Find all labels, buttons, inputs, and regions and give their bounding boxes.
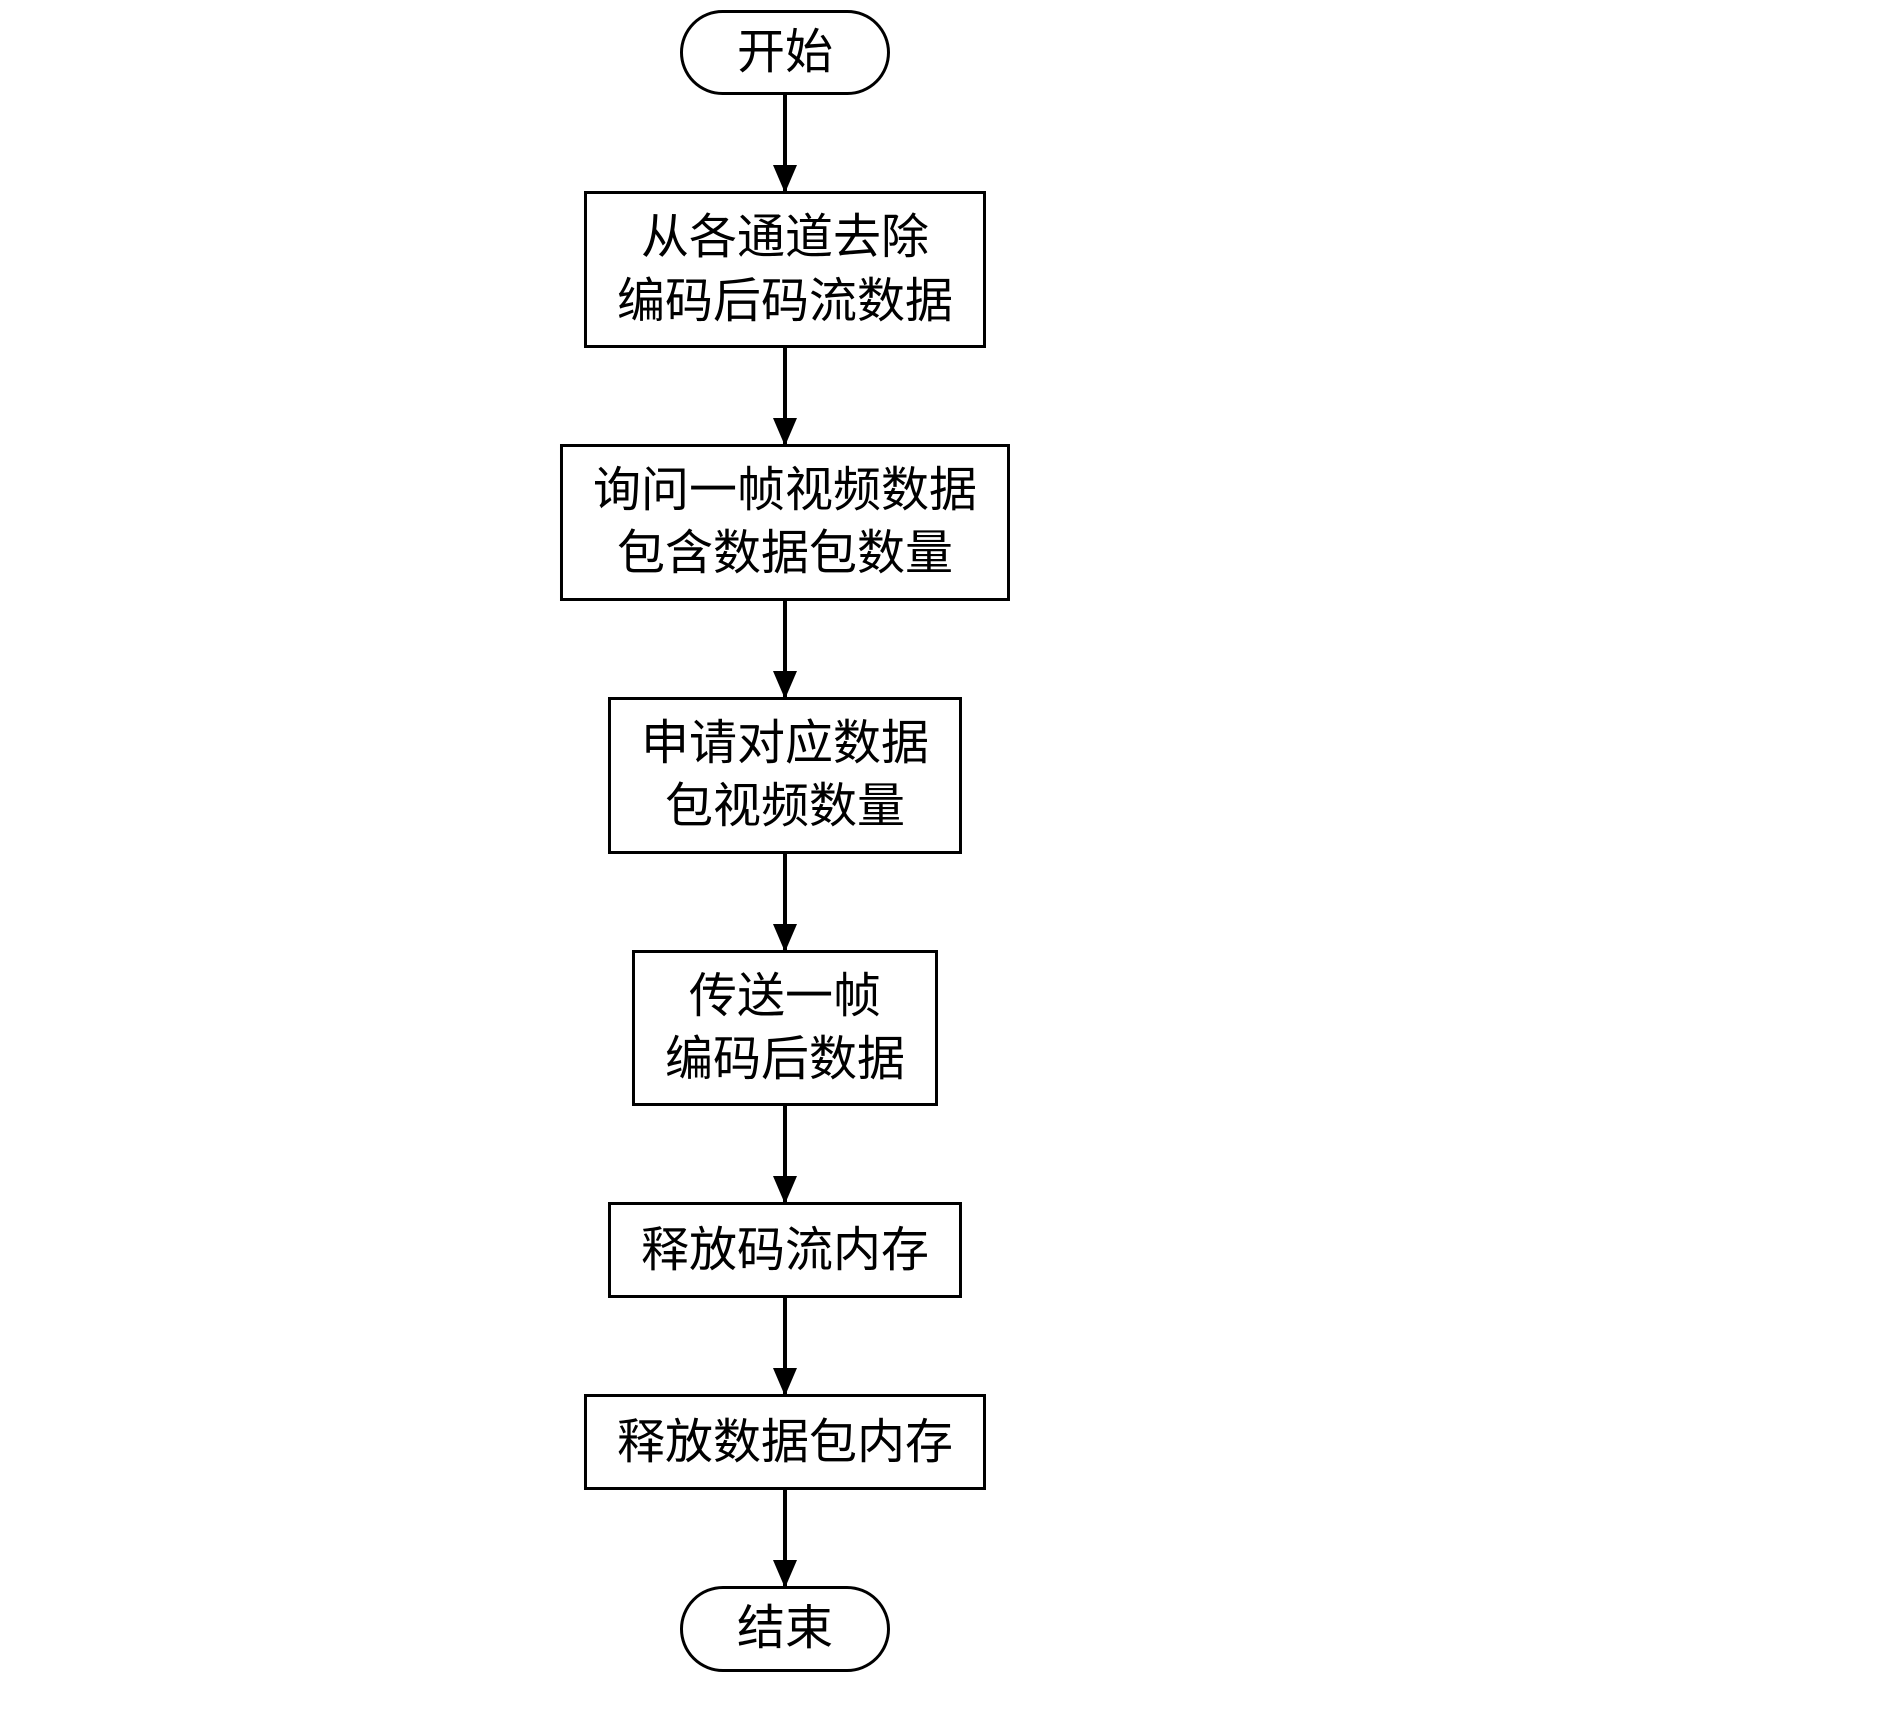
arrow-step2-to-step3 xyxy=(782,600,787,697)
flow-node-step1: 从各通道去除 编码后码流数据 xyxy=(583,191,987,349)
arrow-step4-to-step5 xyxy=(782,1106,787,1203)
flow-node-step4: 传送一帧 编码后数据 xyxy=(631,949,939,1107)
flow-node-start: 开始 xyxy=(679,10,891,96)
flow-node-step3: 申请对应数据 包视频数量 xyxy=(607,696,963,854)
flow-node-end: 结束 xyxy=(679,1586,891,1672)
arrow-step6-to-end xyxy=(782,1490,787,1587)
arrow-start-to-step1 xyxy=(782,95,787,192)
arrow-step5-to-step6 xyxy=(782,1298,787,1395)
flow-node-step5: 释放码流内存 xyxy=(607,1202,963,1299)
arrow-step3-to-step4 xyxy=(782,853,787,950)
arrow-step1-to-step2 xyxy=(782,348,787,445)
flowchart-column: 开始 从各通道去除 编码后码流数据 询问一帧视频数据 包含数据包数量 申请对应数… xyxy=(559,10,1011,1672)
flow-node-step2: 询问一帧视频数据 包含数据包数量 xyxy=(559,444,1011,601)
flow-node-step6: 释放数据包内存 xyxy=(583,1394,987,1491)
